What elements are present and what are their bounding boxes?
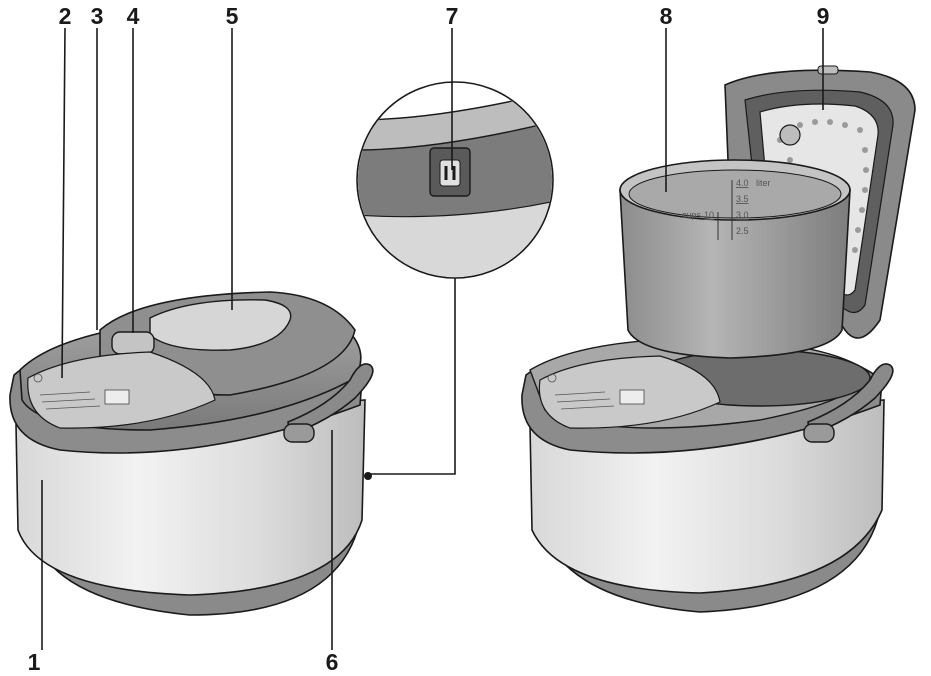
open-cooker: cups 10 4.0 liter 3.5 3.0 2.5 <box>521 65 916 613</box>
handle-grip[interactable] <box>283 423 315 443</box>
callout-numbers: 1 2 3 4 5 6 7 8 9 <box>28 3 830 675</box>
bowl-liter-2-5: 2.5 <box>736 226 749 236</box>
callout-7: 7 <box>446 3 459 29</box>
steam-window <box>149 299 292 351</box>
open-control-panel-display <box>547 373 645 410</box>
open-carry-handle[interactable] <box>807 363 894 437</box>
carry-handle[interactable] <box>287 363 374 437</box>
callout-2: 2 <box>59 3 72 29</box>
lid-release-button[interactable] <box>111 331 155 355</box>
open-handle-grip[interactable] <box>803 423 835 443</box>
bowl-liter-unit: liter <box>756 178 771 188</box>
inner-bowl <box>619 189 851 359</box>
callout-3: 3 <box>91 3 104 29</box>
closed-cooker <box>9 291 374 616</box>
bowl-markings: cups 10 4.0 liter 3.5 3.0 2.5 <box>682 178 771 240</box>
callout-5: 5 <box>226 3 239 29</box>
callout-4: 4 <box>127 3 140 29</box>
bowl-cups-unit: cups <box>682 210 702 220</box>
callout-8: 8 <box>660 3 673 29</box>
lid-hinge-knob <box>817 65 839 75</box>
bowl-cups-value: 10 <box>704 210 714 220</box>
bowl-liter-3-5: 3.5 <box>736 194 749 204</box>
inner-bowl-inside <box>628 169 842 219</box>
callout-1: 1 <box>28 649 41 675</box>
steam-valve <box>779 124 801 146</box>
bowl-liter-3: 3.0 <box>736 210 749 220</box>
control-panel-display <box>33 373 130 410</box>
bowl-liter-4: 4.0 <box>736 178 749 188</box>
callout-9: 9 <box>817 3 830 29</box>
leader-lines <box>41 27 824 650</box>
inner-lid-steam-holes <box>777 119 869 253</box>
callout-6: 6 <box>326 649 339 675</box>
